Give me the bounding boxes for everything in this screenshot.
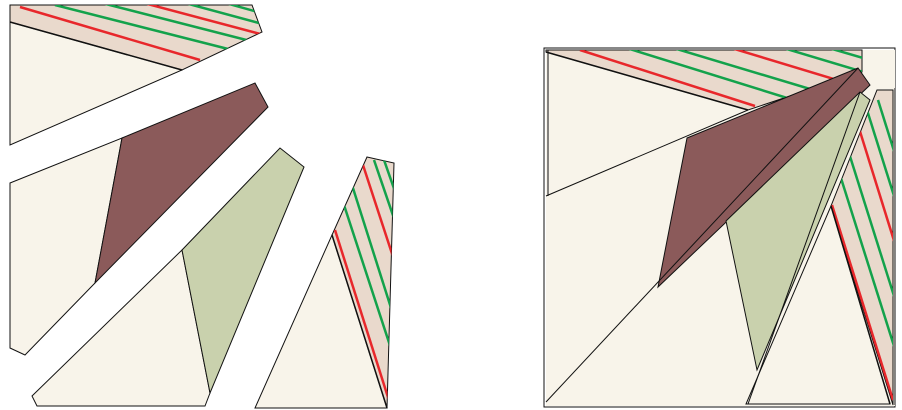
assembled-square [544, 44, 900, 407]
exploded-pieces [10, 0, 398, 410]
